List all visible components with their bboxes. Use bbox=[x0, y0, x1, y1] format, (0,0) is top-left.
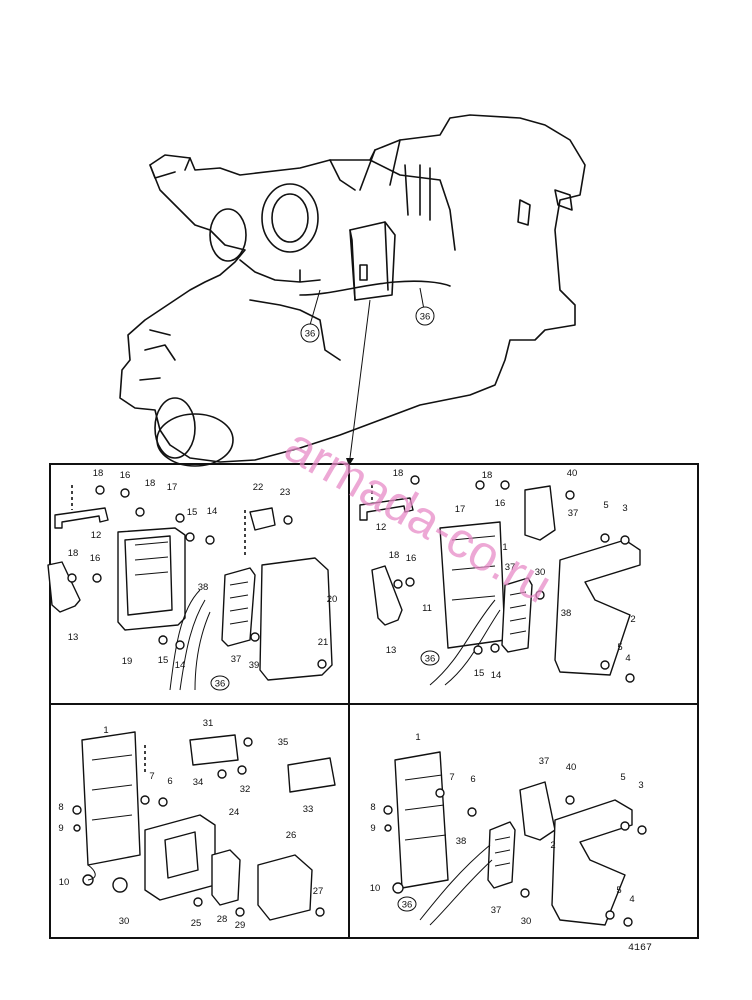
part-callout-label: 23 bbox=[280, 487, 291, 498]
part-callout-label: 21 bbox=[318, 637, 329, 648]
part-callout-label: 14 bbox=[207, 506, 218, 517]
part-callout-label: 18 bbox=[145, 478, 156, 489]
part-callout-label: 1 bbox=[502, 542, 507, 553]
part-callout-label: 33 bbox=[303, 804, 314, 815]
part-callout-label: 6 bbox=[470, 774, 475, 785]
part-callout-label: 38 bbox=[561, 608, 572, 619]
part-callout-label: 8 bbox=[58, 802, 63, 813]
part-callout-label: 36 bbox=[402, 900, 413, 911]
part-callout-label: 4 bbox=[629, 894, 634, 905]
part-callout-label: 5 bbox=[617, 642, 622, 653]
panel-top-left: 18 16 18 17 15 14 22 23 12 19 18 16 13 3… bbox=[47, 468, 338, 691]
part-callout-label: 17 bbox=[167, 482, 178, 493]
panel-grid bbox=[49, 463, 699, 939]
part-callout-label: 36 bbox=[425, 654, 436, 665]
part-callout-label: 18 bbox=[93, 468, 104, 479]
part-callout-label: 14 bbox=[175, 660, 186, 671]
part-callout-label: 40 bbox=[567, 468, 578, 479]
part-callout-label: 19 bbox=[122, 656, 133, 667]
part-callout-label: 16 bbox=[90, 553, 101, 564]
part-callout-label: 13 bbox=[386, 645, 397, 656]
part-callout-label: 39 bbox=[249, 660, 260, 671]
part-callout-label: 18 bbox=[389, 550, 400, 561]
part-callout-label: 32 bbox=[240, 784, 251, 795]
part-callout-label: 2 bbox=[630, 614, 635, 625]
part-callout-label: 7 bbox=[149, 771, 154, 782]
part-callout-label: 16 bbox=[120, 470, 131, 481]
part-callout-label: 9 bbox=[370, 823, 375, 834]
part-callout-label: 28 bbox=[217, 914, 228, 925]
part-callout-label: 16 bbox=[406, 553, 417, 564]
part-callout-label: 15 bbox=[158, 655, 169, 666]
engine-callout-1: 36 bbox=[300, 323, 320, 343]
part-callout-label: 37 bbox=[505, 562, 516, 573]
part-callout-label: 22 bbox=[253, 482, 264, 493]
part-callout-label: 30 bbox=[521, 916, 532, 927]
part-callout-label: 15 bbox=[474, 668, 485, 679]
part-callout-label: 27 bbox=[313, 886, 324, 897]
part-callout-label: 4 bbox=[625, 653, 630, 664]
part-callout-label: 11 bbox=[422, 603, 432, 614]
part-callout-label: 38 bbox=[456, 836, 467, 847]
part-callout-label: 6 bbox=[167, 776, 172, 787]
part-callout-label: 18 bbox=[482, 470, 493, 481]
part-callout-label: 7 bbox=[449, 772, 454, 783]
engine-outline bbox=[119, 114, 586, 467]
part-callout-label: 37 bbox=[539, 756, 550, 767]
panel-bottom-left: 1 31 35 7 6 34 32 8 33 9 24 26 10 30 28 … bbox=[58, 718, 336, 931]
part-callout-label: 37 bbox=[568, 508, 579, 519]
part-callout-label: 37 bbox=[491, 905, 502, 916]
part-callout-label: 30 bbox=[119, 916, 130, 927]
panel-bottom-right: 1 37 7 6 40 5 3 8 9 38 2 10 36 37 30 5 4 bbox=[370, 732, 647, 927]
part-callout-label: 2 bbox=[550, 840, 555, 851]
part-callout-label: 5 bbox=[616, 885, 621, 896]
part-callout-label: 5 bbox=[620, 772, 625, 783]
part-callout-label: 9 bbox=[58, 823, 63, 834]
part-callout-label: 3 bbox=[622, 503, 627, 514]
part-callout-label: 8 bbox=[370, 802, 375, 813]
part-callout-label: 36 bbox=[420, 312, 431, 323]
part-callout-label: 36 bbox=[305, 329, 316, 340]
part-callout-label: 17 bbox=[455, 504, 466, 515]
part-callout-label: 10 bbox=[59, 877, 70, 888]
part-callout-label: 14 bbox=[491, 670, 502, 681]
part-callout-label: 29 bbox=[235, 920, 246, 931]
part-callout-label: 5 bbox=[603, 500, 608, 511]
part-callout-label: 18 bbox=[68, 548, 79, 559]
panel-top-right: 18 17 18 16 40 12 37 1 5 3 18 16 37 30 1… bbox=[359, 468, 641, 686]
part-callout-label: 13 bbox=[68, 632, 79, 643]
part-callout-label: 40 bbox=[566, 762, 577, 773]
part-callout-label: 26 bbox=[286, 830, 297, 841]
part-callout-label: 30 bbox=[535, 567, 546, 578]
part-callout-label: 36 bbox=[215, 679, 226, 690]
engine-callout-2: 36 bbox=[415, 306, 435, 326]
part-callout-label: 35 bbox=[278, 737, 289, 748]
part-callout-label: 18 bbox=[393, 468, 404, 479]
part-callout-label: 1 bbox=[103, 725, 108, 736]
part-callout-label: 1 bbox=[415, 732, 420, 743]
part-callout-label: 20 bbox=[327, 594, 338, 605]
part-callout-label: 24 bbox=[229, 807, 240, 818]
part-callout-label: 10 bbox=[370, 883, 381, 894]
part-callout-label: 37 bbox=[231, 654, 242, 665]
part-callout-label: 12 bbox=[91, 530, 102, 541]
part-callout-label: 16 bbox=[495, 498, 506, 509]
part-callout-label: 12 bbox=[376, 522, 387, 533]
part-callout-label: 25 bbox=[191, 918, 202, 929]
figure-number: 4167 bbox=[628, 943, 652, 954]
part-callout-label: 15 bbox=[187, 507, 198, 518]
part-callout-label: 34 bbox=[193, 777, 204, 788]
part-callout-label: 31 bbox=[203, 718, 214, 729]
part-callout-label: 3 bbox=[638, 780, 643, 791]
part-callout-label: 38 bbox=[198, 582, 209, 593]
